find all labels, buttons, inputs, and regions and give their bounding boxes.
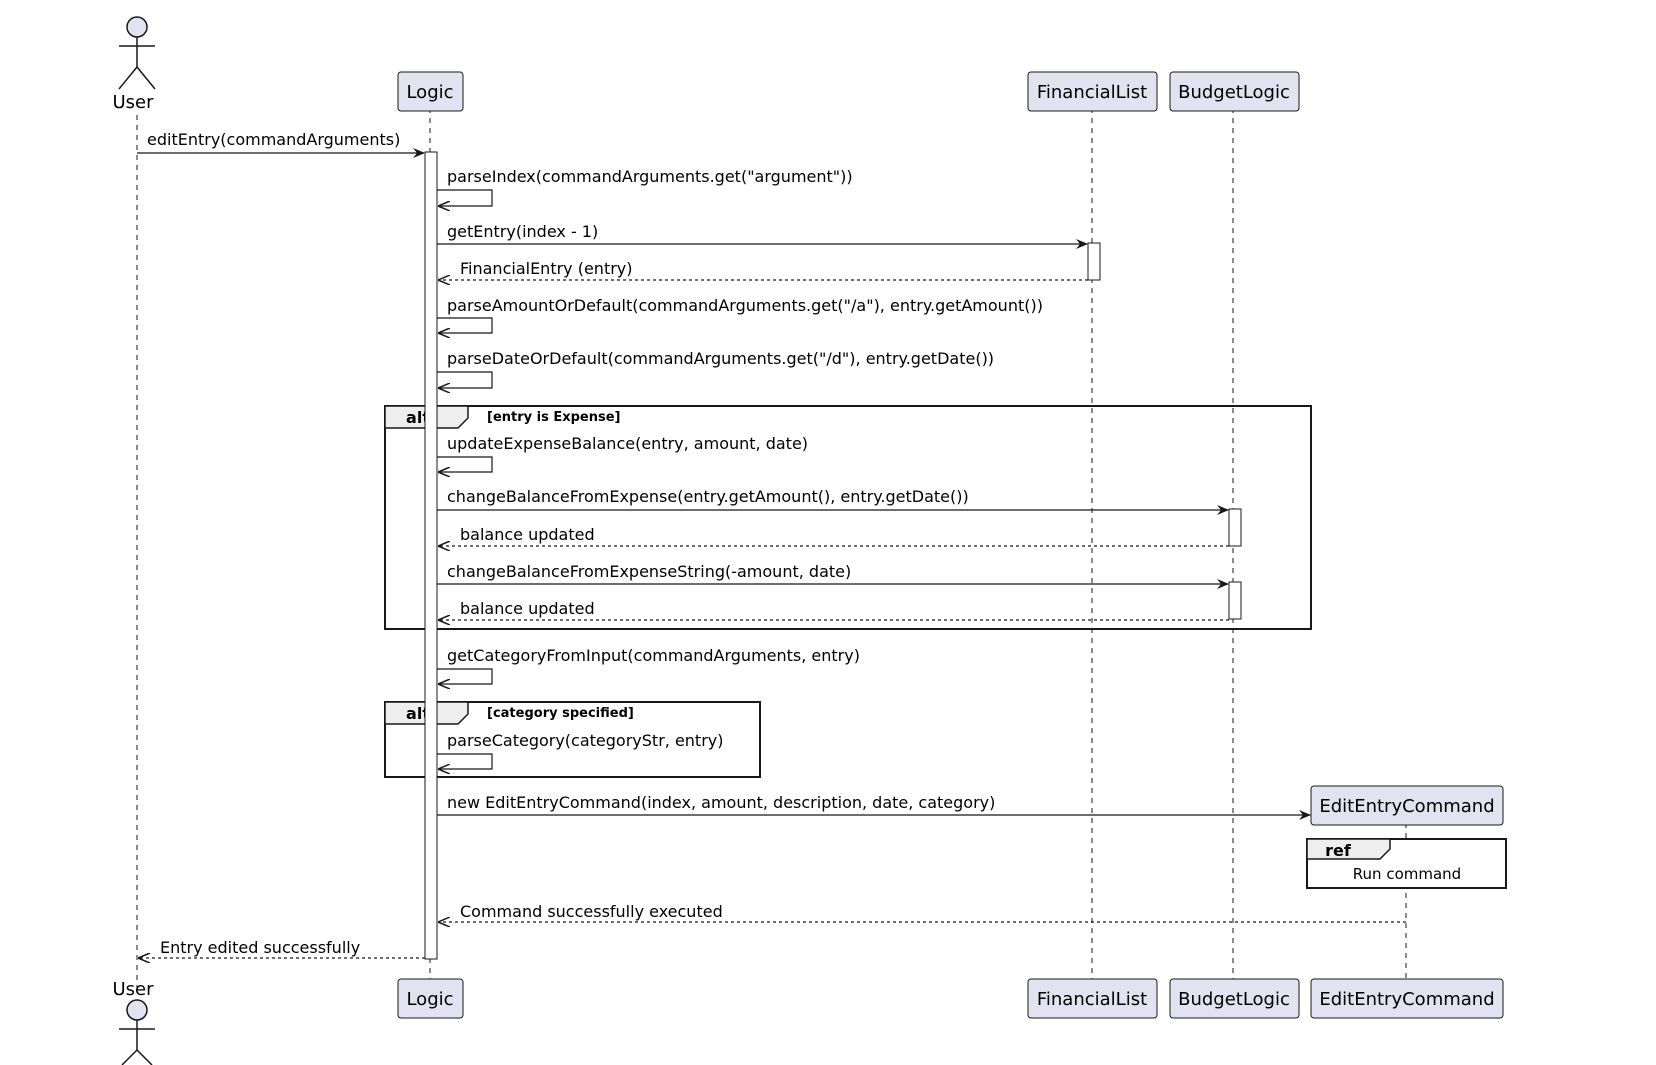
participant-budget-logic-top-label: BudgetLogic — [1178, 82, 1290, 103]
alt-frame-1-guard: [entry is Expense] — [487, 410, 621, 425]
arrow-parse-category — [437, 753, 493, 769]
lifelines — [136, 108, 1407, 988]
message-label-15: Command successfully executed — [460, 902, 723, 921]
activation-budget-logic-1 — [1228, 508, 1242, 547]
participant-logic-top-label: Logic — [406, 82, 453, 103]
participant-edit-entry-command-bottom-label: EditEntryCommand — [1319, 989, 1494, 1010]
message-label-4: FinancialEntry (entry) — [460, 259, 633, 278]
ref-frame-run-command: ref Run command — [1306, 838, 1507, 889]
participant-edit-entry-command-created: EditEntryCommand — [1310, 785, 1504, 826]
participant-user-top-label: User — [112, 92, 154, 113]
participant-financial-list-bottom-label: FinancialList — [1037, 989, 1147, 1010]
arrow-update-expense-balance — [437, 456, 493, 472]
participant-budget-logic-top: BudgetLogic — [1169, 71, 1300, 112]
actor-user-top — [118, 16, 156, 90]
message-label-14: new EditEntryCommand(index, amount, desc… — [447, 793, 995, 812]
message-label-8: changeBalanceFromExpense(entry.getAmount… — [447, 487, 969, 506]
participant-financial-list-top-label: FinancialList — [1037, 82, 1147, 103]
message-label-10: changeBalanceFromExpenseString(-amount, … — [447, 562, 851, 581]
participant-budget-logic-bottom-label: BudgetLogic — [1178, 989, 1290, 1010]
participant-financial-list-top: FinancialList — [1027, 71, 1158, 112]
message-label-9: balance updated — [460, 525, 595, 544]
message-label-13: parseCategory(categoryStr, entry) — [447, 731, 723, 750]
arrow-parse-amount — [437, 317, 493, 333]
arrow-parse-index — [437, 189, 493, 206]
alt-frame-1-keyword: alt — [406, 408, 430, 427]
participant-edit-entry-command-bottom: EditEntryCommand — [1310, 978, 1504, 1019]
arrow-get-category-from-input — [437, 668, 493, 684]
alt-frame-2-keyword: alt — [406, 704, 430, 723]
messages — [137, 148, 1406, 958]
activation-logic — [424, 151, 438, 960]
message-label-6: parseDateOrDefault(commandArguments.get(… — [447, 349, 994, 368]
activations — [424, 151, 1242, 960]
participant-logic-top: Logic — [397, 71, 464, 112]
message-label-11: balance updated — [460, 599, 595, 618]
message-label-7: updateExpenseBalance(entry, amount, date… — [447, 434, 808, 453]
activation-budget-logic-2 — [1228, 581, 1242, 620]
participant-budget-logic-bottom: BudgetLogic — [1169, 978, 1300, 1019]
actor-user-bottom — [119, 999, 155, 1065]
alt-frame-2-guard: [category specified] — [487, 706, 634, 721]
arrow-parse-date — [437, 371, 493, 388]
participant-logic-bottom: Logic — [397, 978, 464, 1019]
message-label-2: parseIndex(commandArguments.get("argumen… — [447, 167, 853, 186]
alt-frame-entry-is-expense: alt [entry is Expense] — [384, 405, 1312, 630]
participant-financial-list-bottom: FinancialList — [1027, 978, 1158, 1019]
message-label-5: parseAmountOrDefault(commandArguments.ge… — [447, 296, 1043, 315]
participant-user-bottom-label: User — [112, 979, 154, 1000]
message-label-3: getEntry(index - 1) — [447, 222, 598, 241]
ref-frame-keyword: ref — [1325, 841, 1352, 860]
message-label-1: editEntry(commandArguments) — [147, 130, 400, 149]
participant-edit-entry-command-created-label: EditEntryCommand — [1319, 796, 1494, 817]
activation-financial-list — [1087, 242, 1101, 281]
message-label-12: getCategoryFromInput(commandArguments, e… — [447, 646, 860, 665]
ref-frame-text: Run command — [1353, 865, 1461, 883]
message-label-16: Entry edited successfully — [160, 938, 360, 957]
participant-logic-bottom-label: Logic — [406, 989, 453, 1010]
